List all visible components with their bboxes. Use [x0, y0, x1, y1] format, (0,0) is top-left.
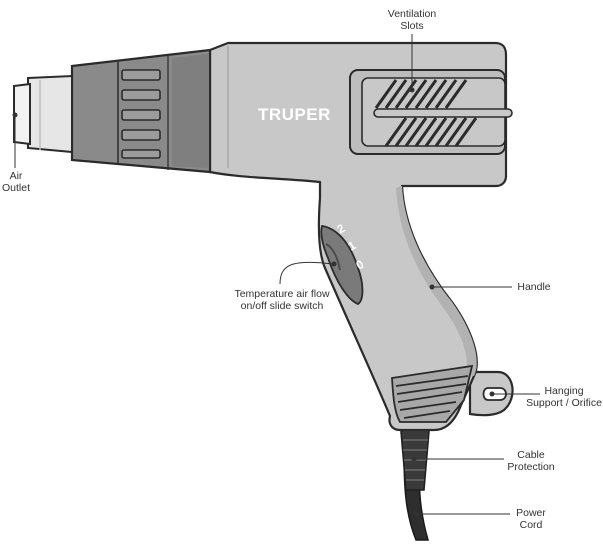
label-air-outlet: Air Outlet: [1, 170, 30, 194]
callout-lines: [14, 34, 540, 515]
label-power-cord: Power Cord: [516, 507, 546, 531]
label-hanging-support: Hanging Support / Orifice: [526, 385, 602, 409]
label-temperature-switch: Temperature air flow on/off slide switch: [234, 288, 330, 312]
callout-dots: [12, 87, 495, 517]
handle-grip-grooves: [391, 364, 474, 423]
leader-temperature-switch: [279, 261, 335, 285]
brand-logo: TRUPER: [258, 105, 331, 124]
air-outlet: [13, 74, 73, 154]
label-cable-protection: Cable Protection: [507, 449, 555, 473]
nozzle-grooves: [121, 69, 161, 159]
label-ventilation-slots: Ventilation Slots: [387, 8, 437, 32]
ventilation-divider: [373, 108, 513, 118]
nozzle: [70, 48, 212, 174]
ventilation-panel: [349, 69, 513, 155]
handle-shading: [396, 186, 477, 376]
ventilation-slots: [374, 79, 478, 147]
label-handle: Handle: [517, 281, 551, 293]
